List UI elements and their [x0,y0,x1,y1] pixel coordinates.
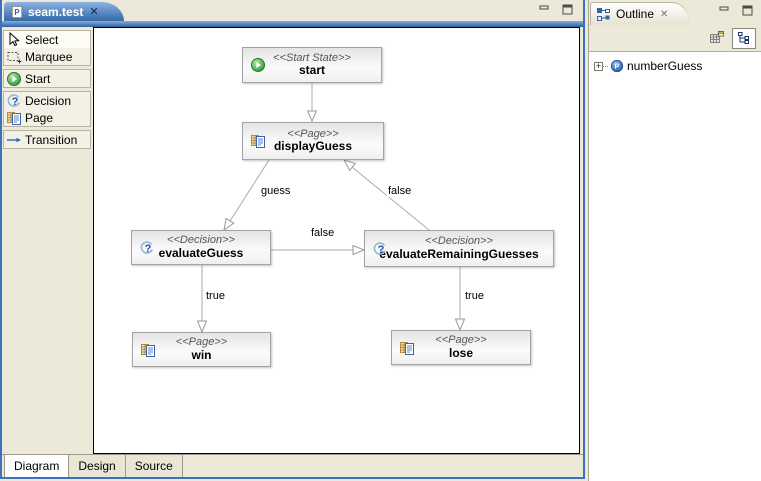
node-name: evaluateRemainingGuesses [379,246,539,261]
expander-plus-icon[interactable]: + [594,60,603,71]
node-stereotype: <<Decision>> [167,234,235,247]
select-cursor-icon [6,32,22,48]
outline-icon [596,6,612,22]
outline-tree: + numberGuess [589,52,761,73]
transition-arrow-icon [6,132,22,148]
tab-design[interactable]: Design [69,455,126,477]
decision-icon [372,241,388,257]
overview-icon [709,30,725,46]
node-stereotype: <<Decision>> [425,235,493,248]
page-icon [399,340,415,356]
palette-tool-page[interactable]: Page [4,109,90,126]
palette-tool-start[interactable]: Start [4,70,90,87]
node-stereotype: <<Page>> [435,334,487,347]
palette-tool-transition[interactable]: Transition [4,131,90,148]
editor-body: Select Marquee Start De [2,27,583,454]
decision-icon [139,240,155,256]
minimize-icon[interactable] [718,4,732,18]
editor-page-tab-bar: Diagram Design Source [2,454,583,477]
node-name: start [298,63,325,78]
overview-button[interactable] [705,28,729,49]
start-icon [6,71,22,87]
maximize-icon[interactable] [741,4,755,18]
palette-label: Start [25,71,51,86]
node-stereotype: <<Page>> [175,336,228,349]
tab-diagram[interactable]: Diagram [4,455,70,477]
node-displayGuess[interactable]: <<Page>> displayGuess [242,122,384,160]
tree-item-numberGuess[interactable]: + numberGuess [594,59,761,73]
page-icon [140,342,156,358]
palette-label: Marquee [25,49,73,64]
editor-tab-label: seam.test [28,4,84,19]
outline-view: Outline ✕ + numberGuess [588,0,761,481]
palette-label: Select [25,32,59,47]
diagram-edges [196,83,466,334]
palette: Select Marquee Start De [2,27,93,454]
diagram-canvas[interactable]: guess false false true true <<Start Stat… [93,27,580,454]
node-name: displayGuess [273,139,353,154]
outline-tab-label: Outline [616,7,655,21]
tree-item-label: numberGuess [627,59,703,73]
page-icon [6,110,22,126]
edge-evaluateRemainingGuesses-to-lose[interactable] [454,267,466,332]
node-name: lose [448,345,473,360]
edge-label-false-middle[interactable]: false [310,227,336,239]
pageflow-file-icon [10,5,24,19]
palette-label: Page [25,110,54,125]
node-name: evaluateGuess [158,245,244,260]
edge-label-false-upper[interactable]: false [387,185,413,197]
tab-outline[interactable]: Outline ✕ [590,2,691,25]
edge-displayGuess-to-evaluateGuess[interactable] [223,159,270,232]
pageflow-node-icon [610,59,624,73]
palette-tool-select[interactable]: Select [4,31,90,48]
edge-evaluateRemainingGuesses-to-displayGuess[interactable] [342,159,430,231]
palette-group-nodes: Decision Page [3,91,91,127]
edge-start-to-displayGuess[interactable] [306,83,318,123]
editor-tab-row: seam.test ✕ [2,0,583,27]
palette-group-select: Select Marquee [3,30,91,66]
marquee-icon [6,49,22,65]
tab-seam-test[interactable]: seam.test ✕ [4,2,124,21]
node-name: win [191,347,212,362]
decision-icon [6,93,22,109]
close-icon[interactable]: ✕ [660,8,669,20]
palette-tool-marquee[interactable]: Marquee [4,48,90,65]
maximize-icon[interactable] [561,3,575,17]
edge-label-guess[interactable]: guess [260,185,292,197]
node-lose[interactable]: <<Page>> lose [391,330,531,365]
active-tab-strip [2,21,583,27]
start-state-icon [250,57,266,73]
node-evaluateRemainingGuesses[interactable]: <<Decision>> evaluateRemainingGuesses [364,230,554,267]
close-icon[interactable]: ✕ [89,6,99,18]
outline-tab-row: Outline ✕ [589,0,761,25]
node-start[interactable]: <<Start State>> start [242,47,382,83]
palette-tool-decision[interactable]: Decision [4,92,90,109]
palette-label: Transition [25,132,78,147]
edge-evaluateGuess-to-win[interactable] [196,265,208,334]
editor-part: seam.test ✕ Select Marquee [0,0,585,479]
node-evaluateGuess[interactable]: <<Decision>> evaluateGuess [131,230,271,265]
tree-view-button[interactable] [732,27,756,49]
tree-connector [603,65,608,67]
edge-evaluateGuess-to-evaluateRemainingGuesses[interactable] [271,244,366,256]
tab-source[interactable]: Source [125,455,183,477]
edge-label-true-left[interactable]: true [205,290,226,302]
node-win[interactable]: <<Page>> win [132,332,271,367]
page-icon [250,133,266,149]
tree-view-icon [736,30,752,46]
node-stereotype: <<Page>> [287,127,339,140]
edge-label-true-right[interactable]: true [464,290,485,302]
outline-toolbar [589,25,761,52]
palette-label: Decision [25,93,72,108]
palette-group-transition: Transition [3,130,91,149]
palette-group-start: Start [3,69,91,88]
minimize-icon[interactable] [538,3,552,17]
node-stereotype: <<Start State>> [273,51,351,64]
